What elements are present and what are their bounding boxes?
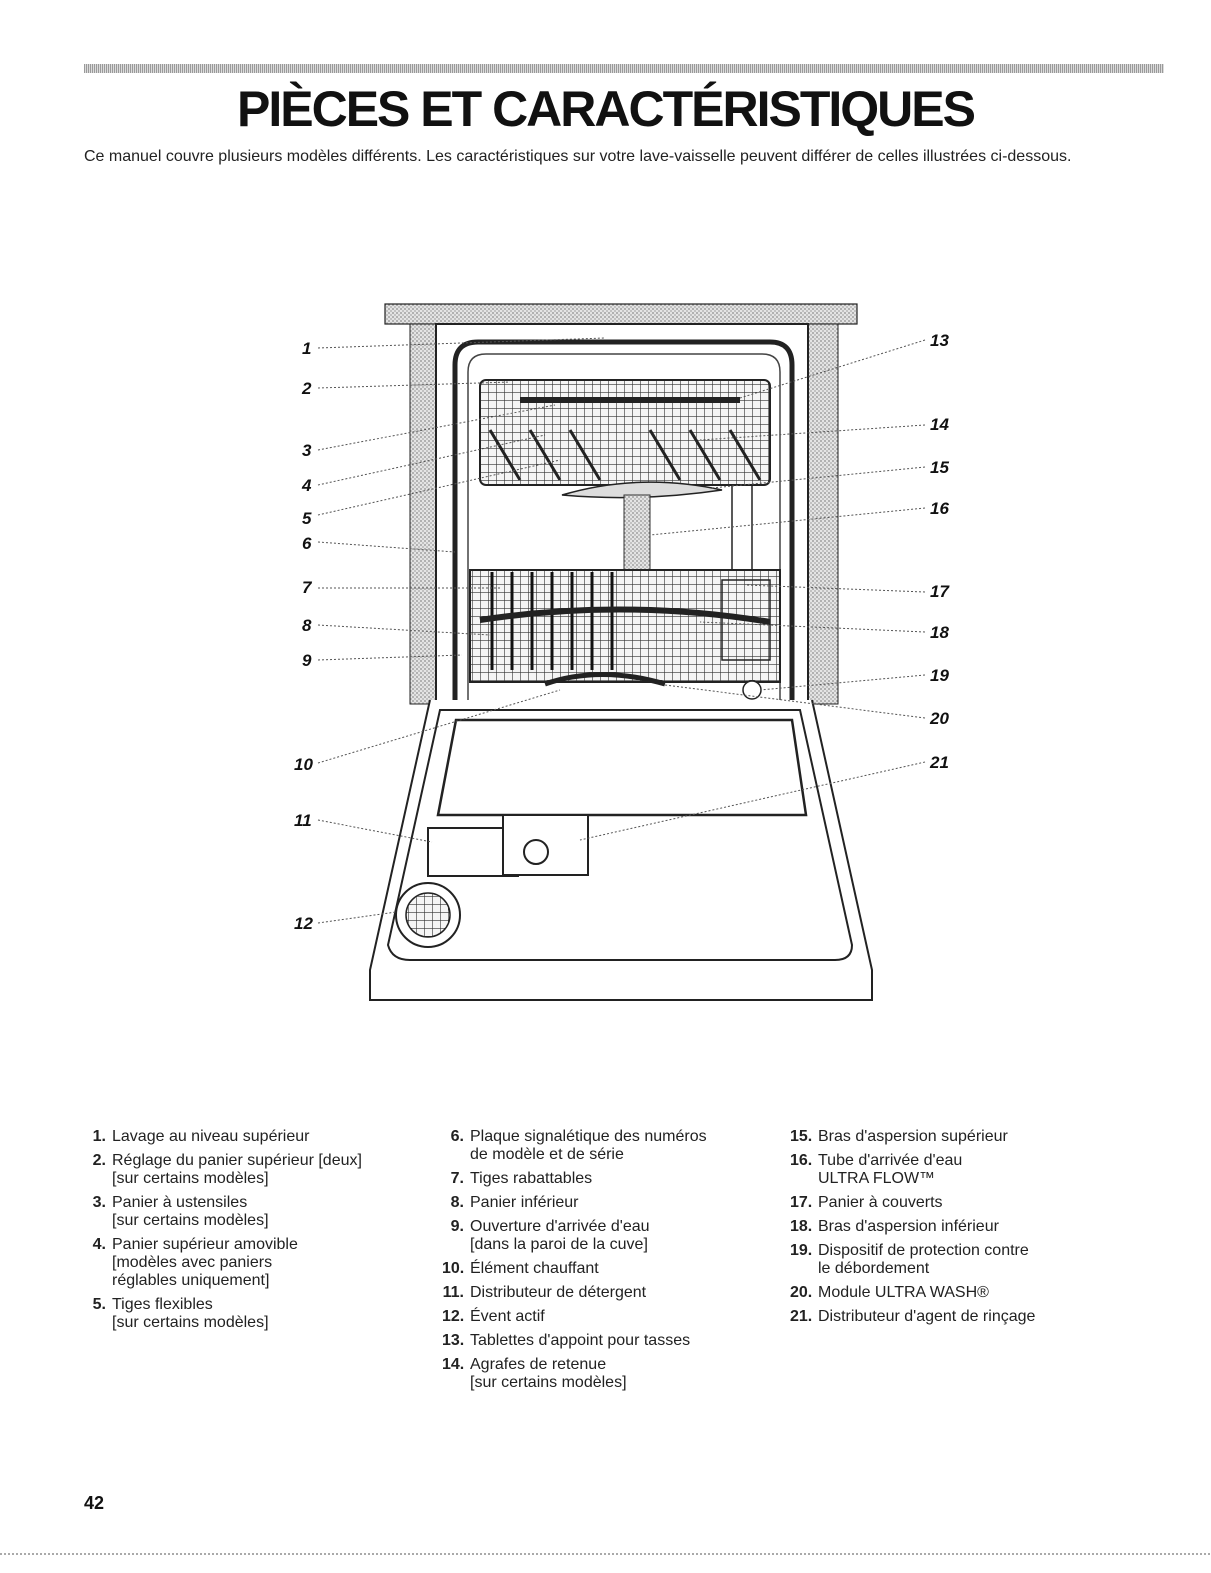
callout-16: 16 [930,499,949,518]
callout-4: 4 [301,476,312,495]
legend-item: 6.Plaque signalétique des numéros de mod… [450,1128,707,1163]
top-rule [84,64,1164,73]
legend-item: 3.Panier à ustensiles [sur certains modè… [92,1194,269,1229]
page-title: PIÈCES ET CARACTÉRISTIQUES [237,81,976,137]
parts-legend-col3: 15.Bras d'aspersion supérieur 16.Tube d'… [790,1128,1150,1332]
intro-text: Ce manuel couvre plusieurs modèles diffé… [84,148,1072,165]
callout-15: 15 [930,458,949,477]
upper-rack-tines [488,429,762,481]
callout-13: 13 [930,331,949,350]
legend-item: 9.Ouverture d'arrivée d'eau [dans la par… [450,1218,650,1253]
parts-legend-col2: 6.Plaque signalétique des numéros de mod… [442,1128,782,1398]
ultra-wash-module [544,672,666,687]
callout-2: 2 [301,379,312,398]
cabinet-right [807,323,839,705]
callout-18: 18 [930,623,949,642]
legend-item: 17.Panier à couverts [790,1194,943,1211]
overfill-protector [742,680,762,700]
callouts-right: 13 14 15 16 17 18 19 20 21 [929,331,950,772]
leader-lines-left [317,337,606,924]
tub-gasket [452,339,795,700]
callout-20: 20 [929,709,949,728]
upper-spray-arm [561,481,723,499]
legend-item: 7.Tiges rabattables [450,1170,593,1187]
tub-liner [467,353,781,700]
dishwasher-diagram: 1 2 3 4 5 6 7 8 9 10 11 12 13 14 15 16 1… [294,303,950,1001]
legend-item: 10.Élément chauffant [442,1260,599,1277]
callout-14: 14 [930,415,949,434]
callout-11: 11 [294,811,312,830]
lower-spray-arm [479,606,771,625]
legend-item: 18.Bras d'aspersion inférieur [790,1218,999,1235]
legend-item: 14.Agrafes de retenue [sur certains modè… [442,1356,627,1391]
legend-item: 1.Lavage au niveau supérieur [92,1128,310,1145]
legend-item: 15.Bras d'aspersion supérieur [790,1128,1008,1145]
bottom-rule [0,1553,1211,1555]
callout-5: 5 [302,509,312,528]
callout-6: 6 [302,534,312,553]
callout-9: 9 [302,651,312,670]
callout-7: 7 [302,578,313,597]
legend-item: 16.Tube d'arrivée d'eau ULTRA FLOW™ [790,1152,963,1187]
legend-item: 13.Tablettes d'appoint pour tasses [442,1332,691,1349]
callouts-left: 1 2 3 4 5 6 7 8 9 10 11 12 [294,339,313,933]
legend-item: 20.Module ULTRA WASH® [790,1284,989,1301]
legend-item: 8.Panier inférieur [450,1194,579,1211]
callout-17: 17 [930,582,950,601]
callout-21: 21 [929,753,949,772]
legend-item: 19.Dispositif de protection contre le dé… [790,1242,1029,1277]
legend-item: 4.Panier supérieur amovible [modèles ave… [92,1236,298,1289]
callout-19: 19 [930,666,949,685]
legend-item: 21.Distributeur d'agent de rinçage [790,1308,1036,1325]
callout-1: 1 [302,339,311,358]
legend-item: 11.Distributeur de détergent [442,1284,647,1301]
legend-item: 5.Tiges flexibles [sur certains modèles] [92,1296,269,1331]
callout-3: 3 [302,441,312,460]
leader-lines-right [579,339,926,841]
callout-8: 8 [302,616,312,635]
parts-legend-col1: 1.Lavage au niveau supérieur 2.Réglage d… [84,1128,424,1338]
upper-rack [479,379,771,486]
countertop [384,303,858,325]
cabinet-left [409,323,437,705]
callout-10: 10 [294,755,313,774]
legend-item: 2.Réglage du panier supérieur [deux] [su… [92,1152,362,1187]
door-panel [436,718,808,817]
page-number: 42 [84,1493,105,1513]
callout-12: 12 [294,914,313,933]
legend-item: 12.Évent actif [442,1308,545,1325]
